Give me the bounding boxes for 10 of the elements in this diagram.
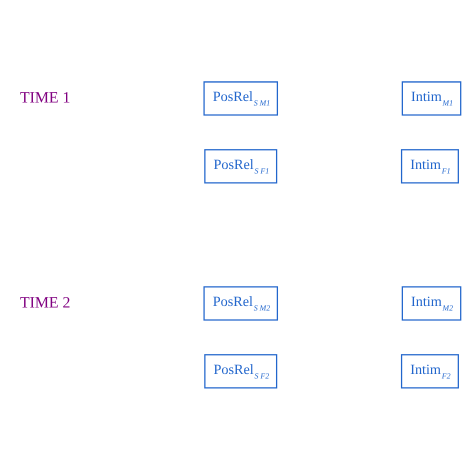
node-box: PosRel$_{S F2}$ (204, 354, 278, 388)
label: TIME 2 (20, 294, 70, 312)
label: TIME 1 (20, 89, 70, 106)
node-box: PosRel$_{S M1}$ (203, 81, 278, 116)
node-box: PosRel$_{S F1}$ (204, 149, 278, 184)
node-box: Intim$_{M1}$ (402, 81, 462, 116)
node-box: Intim$_{F2}$ (400, 354, 459, 388)
node-box: Intim$_{F1}$ (400, 149, 459, 184)
node-box: PosRel$_{S M2}$ (203, 286, 278, 321)
node-box: Intim$_{M2}$ (402, 286, 462, 321)
